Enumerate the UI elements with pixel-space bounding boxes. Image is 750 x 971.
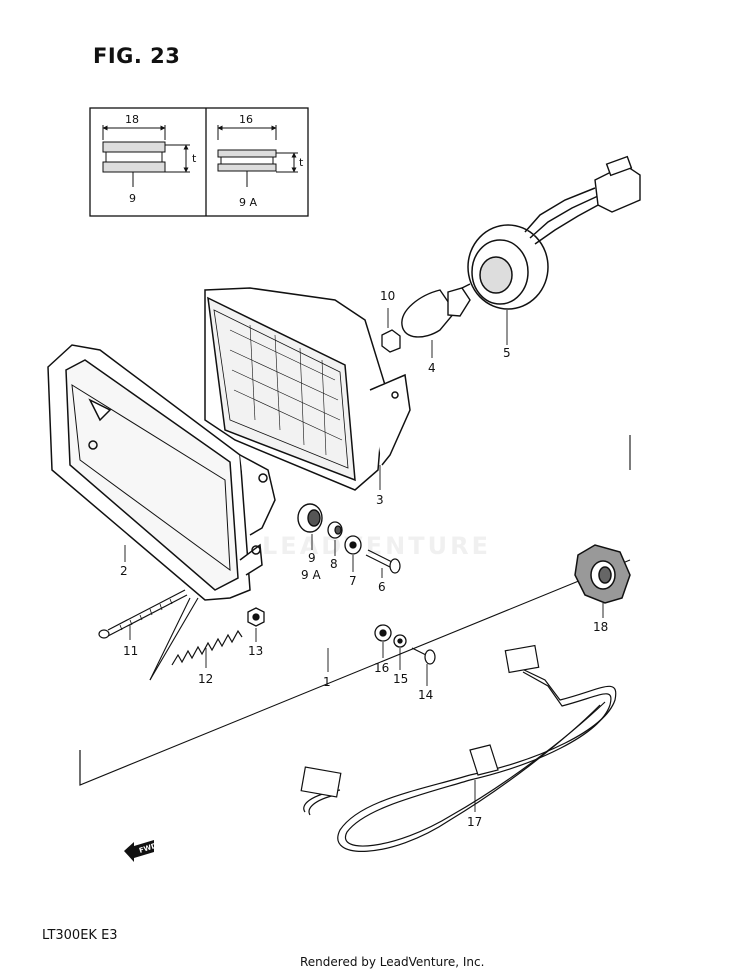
shim-9-drawing (102, 125, 190, 187)
callout-10: 10 (380, 289, 395, 303)
washer-16 (374, 624, 392, 642)
inset-right-dimension: 16 (239, 113, 253, 126)
callout-16: 16 (374, 661, 389, 675)
watermark-text: LEADVENTURE (262, 532, 491, 560)
collar-8 (327, 521, 343, 539)
callout-14: 14 (418, 688, 433, 702)
forward-arrow-icon: FWD (124, 840, 158, 862)
callout-18: 18 (593, 620, 608, 634)
leader-lines (124, 308, 604, 812)
inset-left-thickness: t (192, 152, 197, 165)
callout-13: 13 (248, 644, 263, 658)
figure-title: FIG. 23 (93, 44, 181, 68)
callout-9: 9 (308, 551, 316, 565)
screw-6 (365, 549, 401, 574)
sealed-beam-lamp (204, 287, 411, 491)
inset-labels: 18 t 9 16 t 9 A (125, 113, 304, 209)
bolt-11 (98, 589, 188, 639)
inset-box (89, 107, 309, 217)
callout-7: 7 (349, 574, 357, 588)
assembly-outline (79, 435, 631, 786)
nut-13 (247, 607, 265, 627)
model-code: LT300EK E3 (42, 928, 118, 943)
callout-5: 5 (503, 346, 511, 360)
nut-10 (381, 329, 401, 353)
washer-7 (344, 535, 362, 555)
inset-left-part: 9 (129, 192, 136, 205)
callout-8: 8 (330, 557, 338, 571)
callout-4: 4 (428, 361, 436, 375)
screw-14 (411, 647, 436, 665)
callout-12: 12 (198, 672, 213, 686)
wiring-harness (300, 644, 617, 852)
footer-credit: Rendered by LeadVenture, Inc. (300, 955, 485, 969)
callout-labels: 1 2 3 4 5 6 7 8 9 9 A 10 11 12 13 14 15 … (120, 289, 608, 829)
callout-3: 3 (376, 493, 384, 507)
callout-11: 11 (123, 644, 138, 658)
callout-2: 2 (120, 564, 128, 578)
inset-left-dimension: 18 (125, 113, 139, 126)
bulb-socket (467, 187, 601, 310)
inset-right-part: 9 A (239, 196, 257, 209)
rubber-grommet-18 (574, 544, 631, 604)
callout-17: 17 (467, 815, 482, 829)
callout-15: 15 (393, 672, 408, 686)
bulb (401, 283, 471, 338)
lock-washer-15 (393, 634, 407, 648)
callout-1: 1 (323, 675, 331, 689)
shim-9a-drawing (217, 125, 298, 187)
socket-connector (594, 155, 641, 213)
grommet (297, 503, 323, 533)
inset-right-thickness: t (299, 156, 304, 169)
callout-9a: 9 A (301, 568, 321, 582)
housing-frame (47, 344, 276, 601)
callout-6: 6 (378, 580, 386, 594)
spring-12 (171, 629, 243, 666)
